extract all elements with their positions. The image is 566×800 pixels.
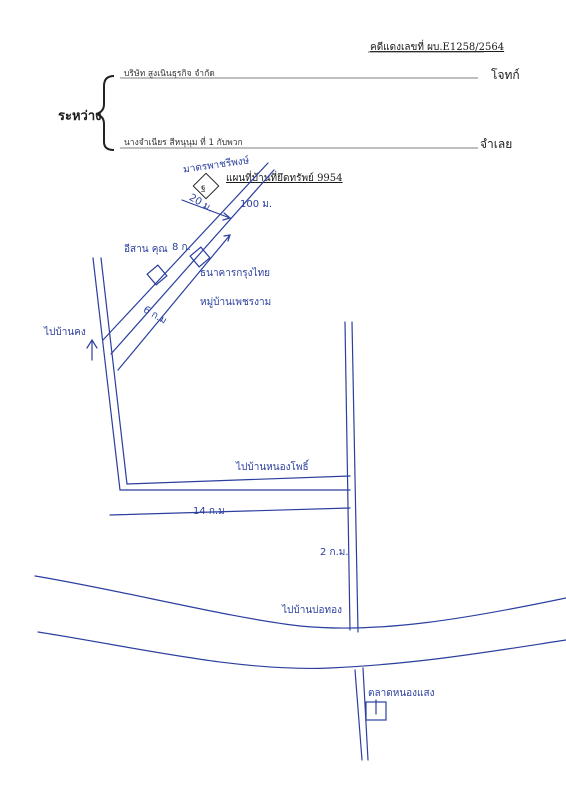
label-distance-14km: 14 ก.ม [193,506,225,517]
right-road-line-b [351,321,359,633]
river-bank-upper [34,575,566,629]
left-road-line-b [100,257,128,485]
defendant-role-label: จำเลย [480,137,513,151]
label-house-left: อีสาน คุณ [124,244,168,255]
river-bank-lower [37,631,566,670]
label-village: หมู่บ้านเพชรงาม [200,297,272,308]
right-road-line-a [344,321,351,631]
label-to-mid: ไปบ้านหนองโพธิ์ [236,462,309,473]
svg-text:ฐ: ฐ [201,183,205,192]
label-to-bottom: ไปบ้านบ่อทอง [282,605,343,616]
map-title: แผนที่บ้านที่ยึดทรัพย์ 9954 [226,173,343,184]
house-marker-left [146,264,168,286]
between-label: ระหว่าง [58,109,102,124]
label-distance-2km: 2 ก.ม. [320,547,349,558]
label-to-left: ไปบ้านคง [44,327,86,338]
plaintiff-name: บริษัท สูงเนินธุรกิจ จำกัด [124,69,215,79]
diagonal-road-line-b [110,169,275,355]
horizontal-road-line-b [126,475,351,485]
label-bank: ธนาคารกรุงไทย [200,268,271,279]
diagonal-road-line-a [102,162,269,341]
house-marker-right [189,246,211,268]
plaintiff-role-label: โจทก์ [491,68,520,82]
left-road-line-a [92,257,121,491]
label-distance-100m: 100 ม. [240,199,273,210]
bottom-road-line-a [354,669,363,761]
label-house-number: 8 ก. [172,242,191,253]
case-number: คดีแดงเลขที่ ผบ.E1258/2564 [370,42,505,53]
defendant-name: นางจำเนียร สีหนุนุม ที่ 1 กับพวก [124,138,243,148]
label-bottom-target: ตลาดหนองแสง [368,688,435,699]
